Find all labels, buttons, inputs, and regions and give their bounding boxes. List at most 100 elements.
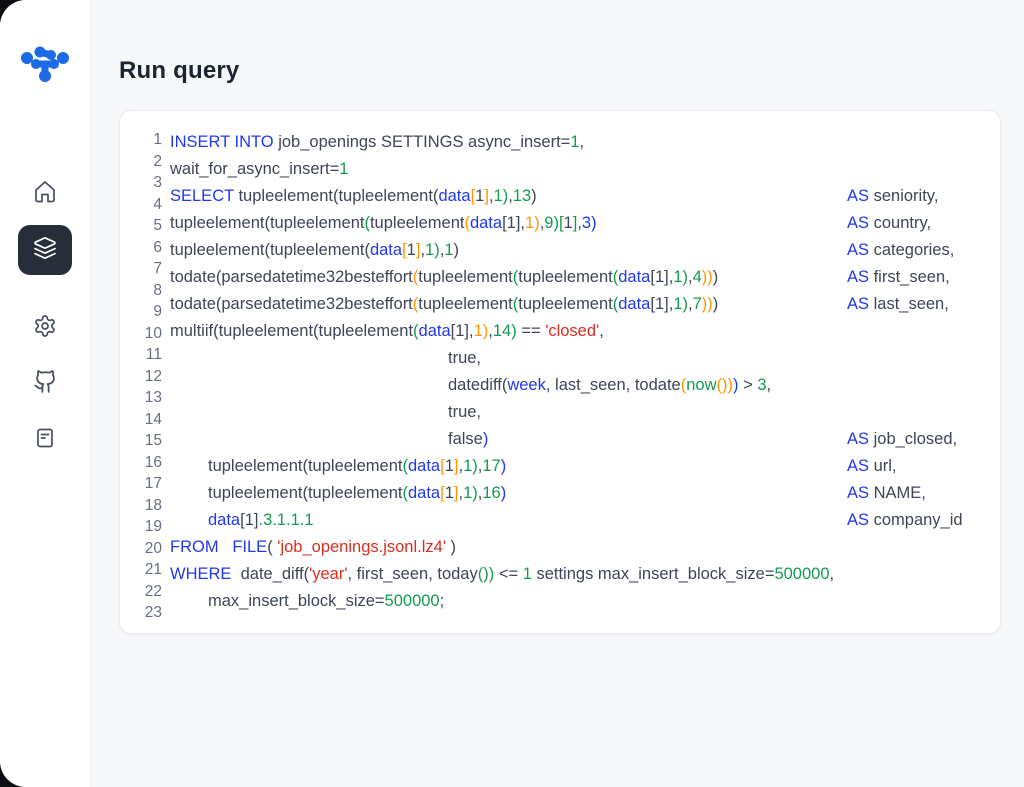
code-lines[interactable]: INSERT INTO job_openings SETTINGS async_…: [170, 129, 1000, 633]
document-icon: [33, 426, 57, 455]
line-number: 15: [144, 432, 162, 449]
code-token: tupleelement: [418, 268, 513, 286]
code-token: 14): [492, 322, 517, 340]
code-token: WHERE: [170, 565, 232, 583]
code-token: tupleelement(tupleelement: [208, 484, 403, 502]
code-token: ,: [539, 214, 545, 232]
code-token: max_insert_block_size=: [208, 592, 385, 610]
line-number: 22: [144, 582, 162, 600]
code-token: ): [500, 484, 507, 502]
code-token: (: [412, 295, 419, 313]
code-token: (: [413, 322, 419, 340]
brand-logo-icon: [20, 46, 70, 92]
line-number: 20: [144, 539, 162, 557]
code-line: max_insert_block_size=500000;: [170, 588, 1000, 615]
code-token: true,: [448, 349, 482, 367]
code-token: (: [612, 268, 619, 286]
code-token: ,: [477, 457, 483, 475]
code-line: SELECT tupleelement(tupleelement(data[1]…: [170, 183, 1000, 210]
code-token: >: [738, 376, 758, 394]
code-token: todate(parsedatetime32besteffort: [170, 295, 413, 313]
code-token: [: [470, 187, 476, 205]
line-number: 21: [144, 561, 162, 578]
code-token: ]: [572, 214, 578, 232]
code-token: (: [402, 457, 408, 475]
line-number: 2: [153, 152, 162, 170]
code-token: data: [369, 241, 403, 259]
code-token: ]: [453, 484, 459, 502]
as-alias: AS seniority,: [847, 187, 939, 205]
sidebar-item-docs[interactable]: [25, 420, 65, 460]
code-token: , first_seen, today: [347, 565, 478, 583]
line-number: 6: [153, 238, 162, 256]
code-token: ,: [599, 322, 604, 340]
code-token: 17: [482, 457, 501, 475]
code-token: 1): [673, 268, 688, 286]
code-line: tupleelement(tupleelement(data[1],1),1)A…: [170, 237, 1000, 264]
code-token: ,: [508, 187, 513, 205]
code-token: 1: [522, 565, 532, 583]
code-token: ==: [516, 322, 546, 340]
as-alias: AS NAME,: [847, 484, 926, 502]
code-token: (: [464, 214, 470, 232]
code-line: wait_for_async_insert=1: [170, 156, 1000, 183]
sidebar: [0, 0, 91, 787]
code-token: ()): [477, 565, 495, 583]
line-number: 3: [153, 174, 162, 191]
code-token: )): [701, 268, 713, 286]
line-number: 13: [144, 389, 162, 406]
code-token: ,: [687, 295, 693, 313]
code-token: tupleelement: [518, 268, 613, 286]
code-token: FILE: [232, 538, 268, 556]
code-token: 'job_openings.jsonl.lz4': [277, 538, 446, 556]
code-token: (: [512, 268, 519, 286]
line-number: 11: [145, 346, 162, 363]
code-token: 3): [581, 214, 597, 232]
code-line: true,: [170, 399, 1000, 426]
code-line: INSERT INTO job_openings SETTINGS async_…: [170, 129, 1000, 156]
code-line: true,: [170, 345, 1000, 372]
code-token: ): [482, 430, 489, 448]
code-token: tupleelement: [369, 214, 465, 232]
code-token: [1],: [650, 268, 674, 286]
code-line: false)AS job_closed,: [170, 426, 1000, 453]
code-token: <=: [494, 565, 523, 583]
code-token: (: [512, 295, 519, 313]
code-token: tupleelement(tupleelement(: [170, 241, 370, 259]
line-number: 23: [144, 604, 162, 621]
as-alias: AS first_seen,: [847, 268, 950, 286]
line-number: 19: [144, 518, 162, 535]
code-token: datediff(: [448, 376, 508, 394]
as-alias: AS company_id: [847, 511, 963, 529]
code-token: 1: [406, 241, 416, 259]
code-token: week: [507, 376, 546, 394]
code-token: 1): [463, 484, 478, 502]
line-number: 16: [144, 453, 162, 471]
code-token: ,: [458, 484, 464, 502]
code-token: tupleelement(tupleelement(: [233, 187, 439, 205]
code-token: data: [208, 511, 241, 529]
sidebar-item-github[interactable]: [25, 364, 65, 404]
code-token: 500000: [774, 565, 830, 583]
code-token: [: [440, 484, 445, 502]
code-token: ]: [415, 241, 421, 259]
code-token: now: [686, 376, 717, 394]
logo[interactable]: [20, 42, 70, 93]
code-token: ,: [488, 187, 494, 205]
line-number: 8: [153, 281, 162, 299]
code-token: ;: [439, 592, 445, 610]
line-number: 7: [153, 260, 162, 277]
sidebar-item-data-active[interactable]: [18, 225, 72, 275]
code-token: tupleelement(tupleelement: [170, 214, 365, 232]
code-token: 16: [482, 484, 501, 502]
code-token: [1],: [650, 295, 674, 313]
sidebar-item-settings[interactable]: [25, 308, 65, 348]
code-token: ): [531, 187, 537, 205]
code-token: ): [712, 295, 719, 313]
code-token: ,: [488, 322, 493, 340]
github-icon: [33, 369, 58, 399]
as-alias: AS categories,: [847, 241, 955, 259]
code-token: ]: [453, 457, 459, 475]
sidebar-item-home[interactable]: [25, 174, 65, 214]
